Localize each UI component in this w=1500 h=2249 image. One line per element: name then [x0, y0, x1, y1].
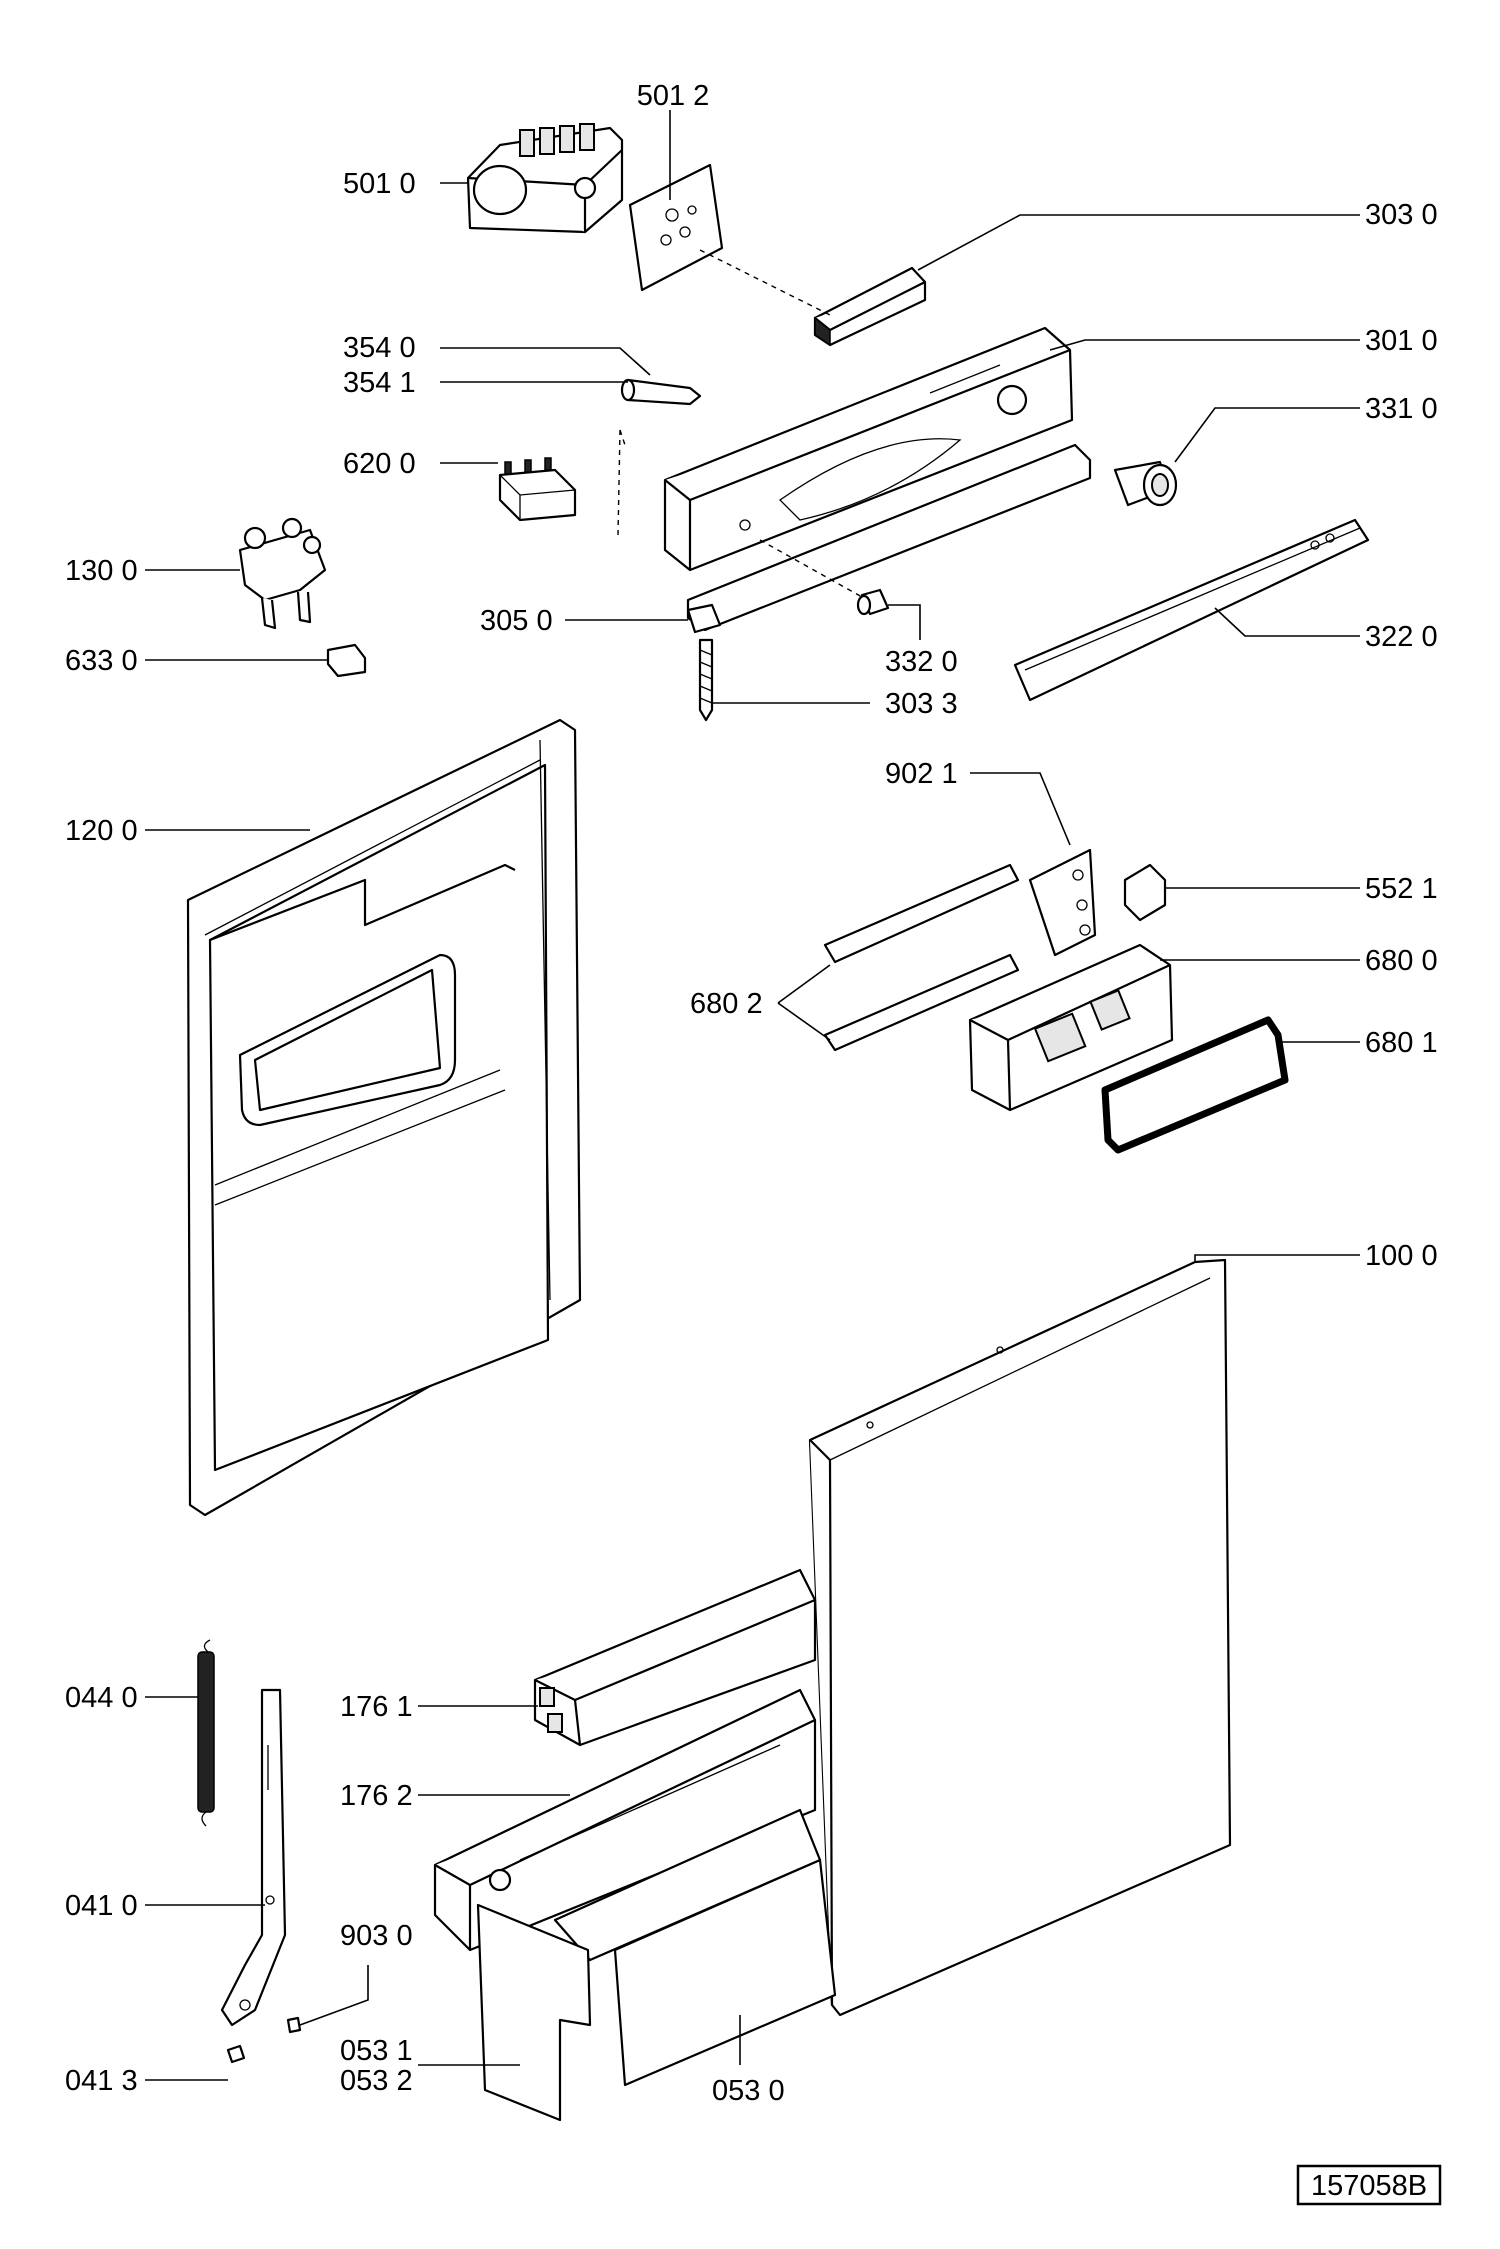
hinge-part-176-1 [533, 1568, 817, 1747]
screw-parts [226, 2016, 302, 2064]
control-panel-part-301-0 [663, 326, 1092, 632]
plate-part-501-2 [628, 163, 724, 292]
rail-part-680-2 [823, 863, 1020, 1052]
label-322-0: 322 0 [1365, 621, 1438, 653]
label-680-0: 680 0 [1365, 945, 1438, 977]
label-053-0: 053 0 [712, 2075, 785, 2107]
outer-door-part-100-0 [808, 1258, 1232, 2017]
arm-part-041-0 [220, 1688, 287, 2027]
switch-part-620-0 [498, 457, 577, 522]
label-633-0: 633 0 [65, 645, 138, 677]
panel-part-053-0 [553, 1808, 837, 2087]
inner-door-part-120-0 [186, 718, 582, 1517]
label-044-0: 044 0 [65, 1682, 138, 1714]
label-501-0: 501 0 [343, 168, 416, 200]
assembly-guide-lines [617, 249, 863, 598]
label-902-1: 902 1 [885, 758, 958, 790]
drawing-number-stamp: 157058B [1296, 2164, 1442, 2206]
label-305-0: 305 0 [480, 605, 553, 637]
part-labels: 501 2 501 0 303 0 301 0 354 0 354 1 331 … [65, 80, 1438, 2107]
label-301-0: 301 0 [1365, 325, 1438, 357]
label-041-0: 041 0 [65, 1890, 138, 1922]
label-120-0: 120 0 [65, 815, 138, 847]
switch-part-552-1 [1123, 863, 1167, 922]
label-620-0: 620 0 [343, 448, 416, 480]
label-501-2: 501 2 [637, 80, 710, 112]
label-332-0: 332 0 [885, 646, 958, 678]
label-100-0: 100 0 [1365, 1240, 1438, 1272]
label-552-1: 552 1 [1365, 873, 1438, 905]
spring-part-044-0 [197, 1639, 215, 1827]
label-041-3: 041 3 [65, 2065, 138, 2097]
label-130-0: 130 0 [65, 555, 138, 587]
label-303-0: 303 0 [1365, 199, 1438, 231]
strip-part-322-0 [1013, 518, 1370, 702]
label-903-0: 903 0 [340, 1920, 413, 1952]
label-053-1: 053 1 [340, 2035, 413, 2067]
spring-part-303-3 [698, 638, 714, 722]
sensor-part-354 [620, 378, 702, 406]
label-680-2: 680 2 [690, 988, 763, 1020]
label-303-3: 303 3 [885, 688, 958, 720]
bracket-part-902-1 [1028, 848, 1097, 957]
bracket-part-305-0 [686, 603, 722, 634]
drawing-number: 157058B [1311, 2170, 1427, 2202]
label-176-1: 176 1 [340, 1691, 413, 1723]
gasket-part-680-1 [1101, 1016, 1289, 1154]
button-part-303-0 [813, 266, 927, 347]
lock-part-130-0 [238, 517, 327, 630]
block-part-633-0 [326, 643, 367, 678]
cap-part-332-0 [856, 588, 890, 616]
timer-part-501-0 [466, 123, 624, 234]
leader-lines [145, 110, 1360, 2081]
label-053-2: 053 2 [340, 2065, 413, 2097]
label-176-2: 176 2 [340, 1780, 413, 1812]
label-354-1: 354 1 [343, 367, 416, 399]
label-331-0: 331 0 [1365, 393, 1438, 425]
side-panel-part-053 [476, 1903, 592, 2122]
label-354-0: 354 0 [343, 332, 416, 364]
dispenser-part-680-0 [968, 943, 1174, 1112]
knob-part-331-0 [1113, 460, 1178, 507]
channel-part-176-2 [433, 1688, 817, 1952]
label-680-1: 680 1 [1365, 1027, 1438, 1059]
